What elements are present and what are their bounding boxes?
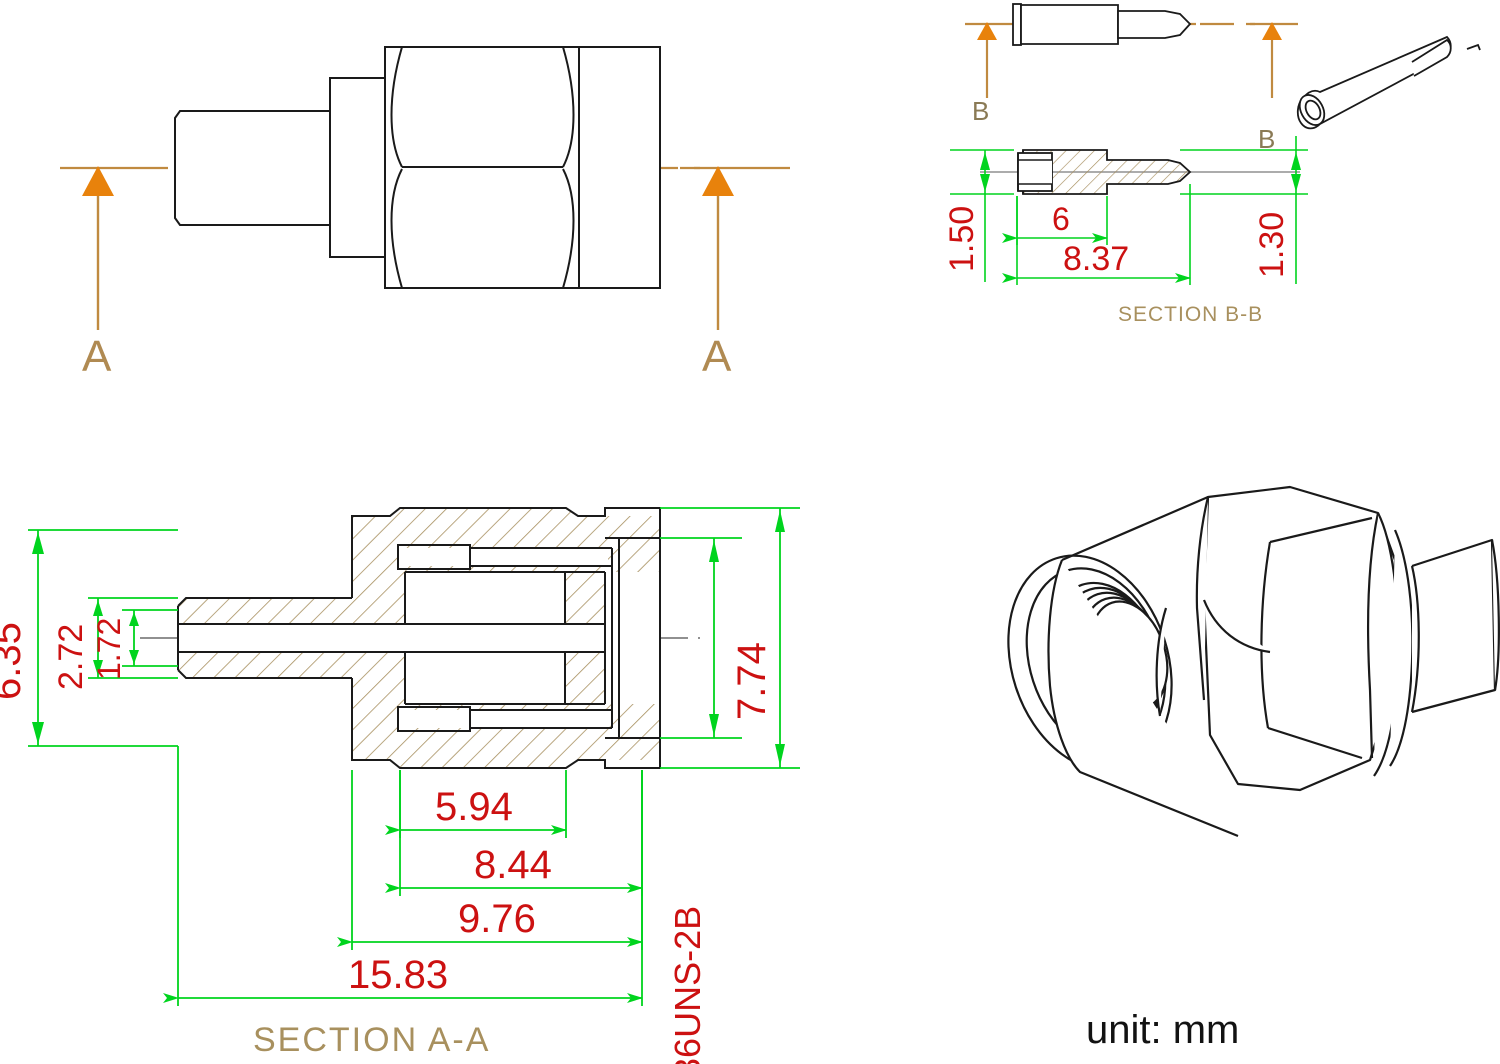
dim-1-72: 1.72 [91,609,178,680]
section-marker-letter-a-left: A [82,332,112,381]
dim-thread-callout-text: 1/4-36UNS-2B [667,906,708,1064]
aa-connector-section [177,507,661,769]
section-arrow-a-left [82,166,114,330]
dim-8-37-text: 8.37 [1063,240,1129,278]
section-marker-letter-b-left: B [972,96,990,126]
section-marker-letter-b-right: B [1258,124,1276,154]
unit-note: unit: mm [1086,1008,1240,1052]
dim-6-text: 6 [1052,201,1070,237]
dim-1-50: 1.50 [943,149,1014,282]
dim-1-30-text: 1.30 [1253,212,1291,278]
dim-1-72-text: 1.72 [91,618,127,680]
section-marker-letter-a-right: A [702,332,732,381]
dim-6-35: 6.35 [0,529,178,747]
dim-15-83-text: 15.83 [348,953,448,997]
front-elevation-view [60,46,790,330]
dim-9-76: 9.76 [337,770,643,950]
dim-6: 6 [1002,196,1108,245]
section-bb-title: SECTION B-B [1118,303,1264,326]
dim-2-72: 2.72 [52,597,178,690]
connector-outline [174,46,661,289]
section-arrow-b-right [1262,22,1282,98]
dim-5-94-text: 5.94 [435,785,513,829]
bb-pin-section [1017,149,1192,195]
dim-1-50-text: 1.50 [943,206,981,272]
section-arrow-b-left [977,22,997,98]
section-bb-view: 1.50 1.30 6 8.37 [943,136,1308,285]
connector-isometric-view [1007,485,1500,838]
dim-15-83: 15.83 [163,746,643,1006]
section-aa-title: SECTION A-A [253,1021,491,1059]
dim-5-94: 5.94 [385,770,567,838]
dim-9-76-text: 9.76 [458,897,536,941]
center-pin-elevation-view [965,3,1481,130]
dim-8-37: 8.37 [1002,184,1191,285]
dim-2-72-text: 2.72 [52,624,90,690]
dim-6-35-text: 6.35 [0,622,29,700]
dim-7-74: 7.74 [660,507,800,769]
dim-1-30: 1.30 [1180,136,1308,284]
section-arrow-a-right [702,166,734,330]
center-pin-outline [1012,3,1192,46]
dim-7-74-text: 7.74 [730,642,774,720]
hex-chamfer-arcs [390,46,575,289]
dim-8-44-text: 8.44 [474,843,552,887]
center-pin-isometric-view [1296,35,1481,130]
dim-thread-callout: 1/4-36UNS-2B [660,537,742,1064]
section-aa-view: 6.35 2.72 1.72 1/4-36UNS-2 [0,507,800,1064]
